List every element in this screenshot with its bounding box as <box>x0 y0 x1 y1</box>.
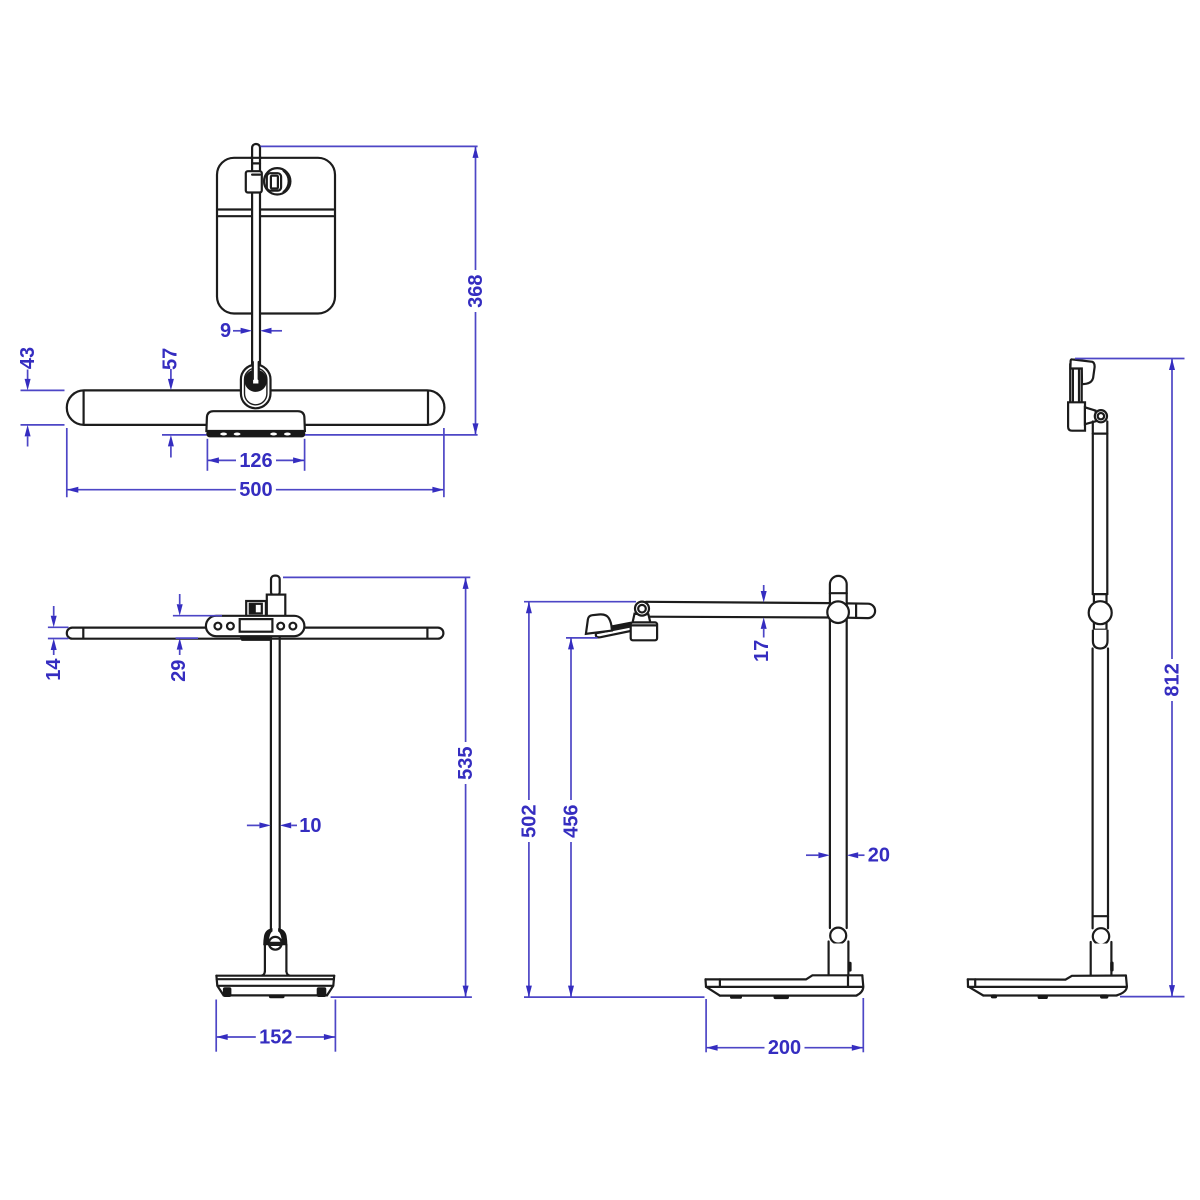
svg-text:10: 10 <box>299 815 321 837</box>
svg-text:502: 502 <box>518 805 540 838</box>
svg-text:812: 812 <box>1161 663 1183 696</box>
svg-text:17: 17 <box>751 640 773 662</box>
svg-text:500: 500 <box>239 479 272 501</box>
svg-text:368: 368 <box>465 275 487 308</box>
svg-text:152: 152 <box>259 1026 292 1048</box>
svg-text:20: 20 <box>868 845 890 867</box>
svg-text:200: 200 <box>768 1037 801 1059</box>
svg-text:126: 126 <box>239 450 272 472</box>
svg-text:29: 29 <box>168 660 190 682</box>
svg-text:456: 456 <box>560 805 582 838</box>
svg-text:535: 535 <box>455 747 477 780</box>
svg-text:57: 57 <box>160 348 182 370</box>
svg-text:9: 9 <box>220 320 231 342</box>
svg-text:14: 14 <box>43 658 65 681</box>
svg-text:43: 43 <box>17 347 39 369</box>
